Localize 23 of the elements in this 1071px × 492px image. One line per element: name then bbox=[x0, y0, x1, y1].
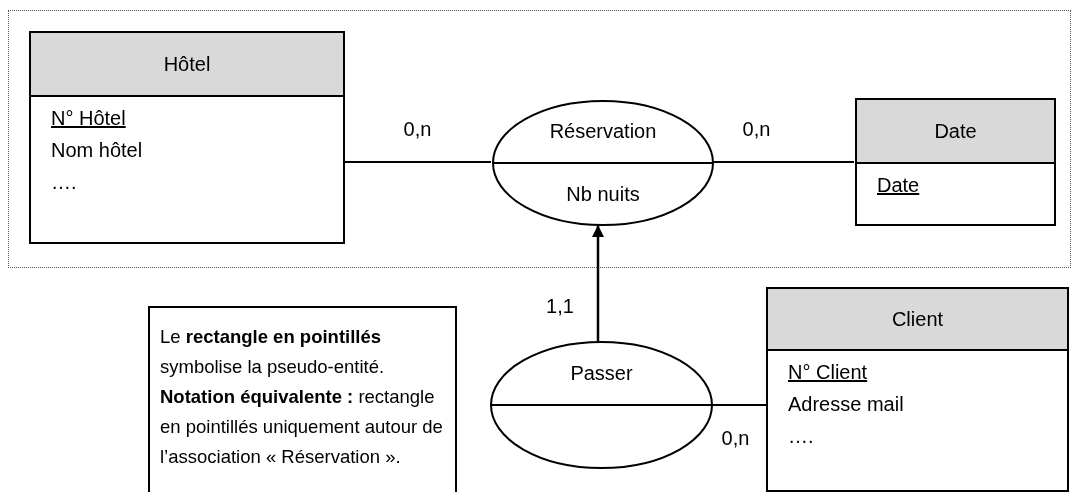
connector-line bbox=[712, 161, 855, 163]
attribute: …. bbox=[51, 171, 77, 194]
identifier: N° Hôtel bbox=[51, 107, 126, 130]
entity-box bbox=[855, 98, 1056, 226]
attribute: Nom hôtel bbox=[51, 139, 143, 162]
connector-line bbox=[712, 404, 767, 406]
entity-name: Date bbox=[934, 119, 977, 143]
entity-box bbox=[29, 31, 345, 244]
attribute: Nb nuits bbox=[566, 183, 640, 206]
attribute: …. bbox=[788, 425, 814, 448]
association-name: Réservation bbox=[549, 120, 657, 143]
attribute: Adresse mail bbox=[788, 393, 904, 416]
identifier: Date bbox=[877, 174, 920, 197]
connector-line bbox=[343, 161, 492, 163]
note-text: Le rectangle en pointillés symbolise la pseudo-entité. Notation équivalente : rectangle en pointillés uniquement autour de l’association « Réservation ». bbox=[160, 325, 444, 469]
arrow bbox=[591, 224, 605, 342]
pseudo-entity-rectangle bbox=[8, 10, 1071, 268]
entity-name: Client bbox=[891, 307, 944, 331]
entity-box bbox=[766, 287, 1069, 492]
entity-name: Hôtel bbox=[163, 52, 211, 76]
note-box bbox=[148, 306, 457, 492]
association-name: Passer bbox=[570, 361, 633, 385]
identifier: N° Client bbox=[788, 361, 868, 384]
